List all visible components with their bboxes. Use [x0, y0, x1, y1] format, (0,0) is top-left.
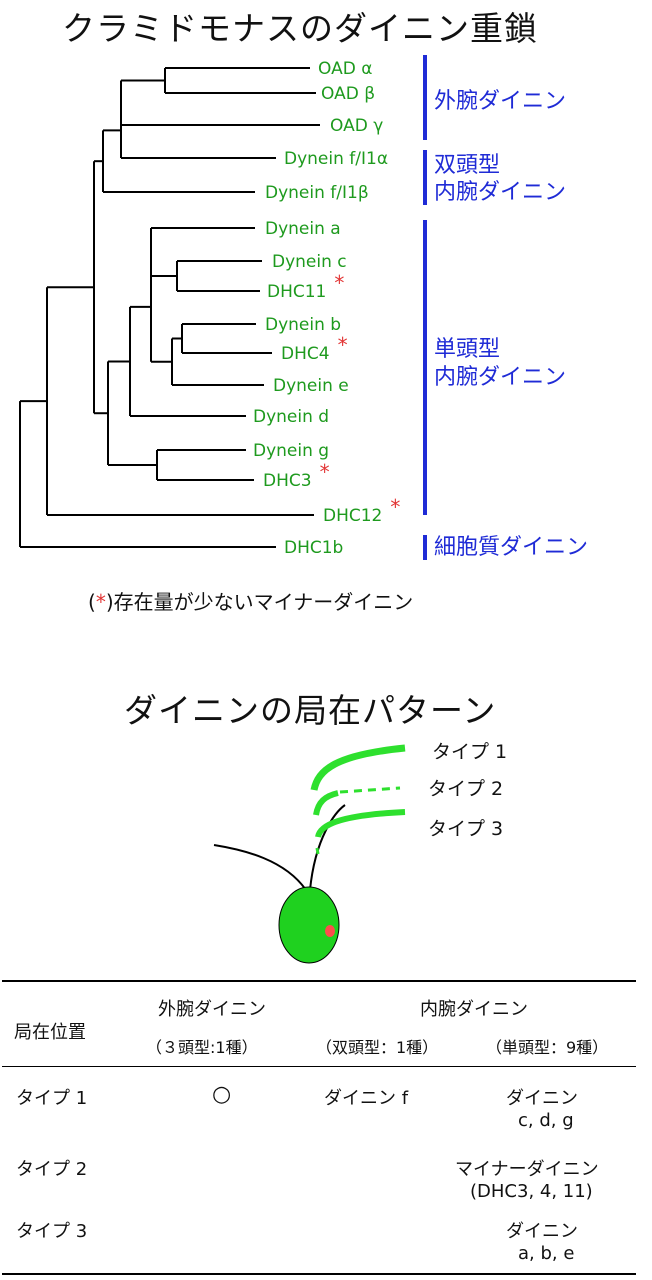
- taxon-label: OAD β: [321, 84, 375, 104]
- type1-label: タイプ 1: [432, 741, 508, 763]
- note-open-paren: (: [88, 590, 96, 614]
- taxon-label: DHC11: [267, 282, 326, 302]
- taxon-label: Dynein f/I1β: [265, 183, 369, 203]
- taxon-label: DHC1b: [284, 538, 343, 558]
- row1-inner-single-1: ダイニン: [506, 1088, 578, 1109]
- header-location: 局在位置: [14, 1022, 86, 1043]
- row3-type: タイプ 3: [16, 1221, 88, 1242]
- table-bottom-rule: [2, 1273, 636, 1275]
- taxon-label: Dynein f/I1α: [284, 149, 388, 169]
- row3-inner-single-1: ダイニン: [506, 1221, 578, 1242]
- row2-inner-single-2: (DHC3, 4, 11): [470, 1181, 593, 1202]
- type3-label: タイプ 3: [428, 818, 504, 840]
- type2-label: タイプ 2: [428, 778, 504, 800]
- group-label: 単頭型: [434, 337, 500, 362]
- eyespot: [325, 925, 335, 937]
- minor-asterisk: *: [334, 271, 344, 295]
- row2-inner-single-1: マイナーダイニン: [455, 1159, 599, 1180]
- left-flagellum: [213, 844, 307, 891]
- header-inner-sub-single: （単頭型：9種）: [486, 1038, 609, 1057]
- table-header-rule: [2, 1066, 636, 1067]
- header-outer-sub: （３頭型:1種）: [146, 1038, 258, 1057]
- minor-dynein-note: (*)存在量が少ないマイナーダイニン: [88, 586, 413, 615]
- row1-inner-double: ダイニン f: [324, 1088, 409, 1109]
- minor-asterisk: *: [320, 460, 330, 484]
- type1-stripe: [310, 744, 406, 791]
- group-label: 内腕ダイニン: [434, 365, 566, 390]
- taxon-label: DHC12: [323, 506, 382, 526]
- table-top-rule: [2, 980, 636, 982]
- minor-asterisk: *: [338, 333, 348, 357]
- taxon-label: Dynein b: [265, 315, 341, 335]
- taxon-label: Dynein g: [253, 441, 329, 461]
- localization-illustration: [213, 744, 406, 964]
- row3-inner-single-2: a, b, e: [518, 1243, 575, 1264]
- type2-stripe: [313, 790, 339, 816]
- group-label: 細胞質ダイニン: [434, 535, 588, 560]
- taxon-label: OAD α: [318, 59, 372, 79]
- row1-outer: ○: [212, 1082, 232, 1107]
- minor-asterisk: *: [390, 495, 400, 519]
- header-inner-sub-double: （双頭型：1種）: [316, 1038, 439, 1057]
- row2-type: タイプ 2: [16, 1159, 88, 1180]
- taxon-label: Dynein a: [265, 219, 341, 239]
- taxon-label: Dynein c: [272, 252, 347, 272]
- type3-stripe: [315, 809, 406, 838]
- header-inner: 内腕ダイニン: [420, 999, 528, 1020]
- taxon-label: DHC3: [263, 471, 312, 491]
- taxon-label: DHC4: [281, 344, 330, 364]
- group-label: 内腕ダイニン: [434, 180, 566, 205]
- note-asterisk: *: [95, 590, 106, 614]
- header-outer: 外腕ダイニン: [158, 999, 266, 1020]
- group-label: 双頭型: [434, 153, 500, 178]
- tree-title: クラミドモナスのダイニン重鎖: [62, 9, 538, 48]
- row1-inner-single-2: c, d, g: [518, 1110, 574, 1131]
- pattern-title: ダイニンの局在パターン: [124, 691, 497, 730]
- taxon-label: Dynein d: [253, 407, 329, 427]
- taxon-label: Dynein e: [273, 376, 349, 396]
- row1-type: タイプ 1: [16, 1088, 88, 1109]
- type2-dashed: [339, 786, 401, 794]
- type3-dot: [315, 847, 320, 855]
- note-text: )存在量が少ないマイナーダイニン: [105, 590, 414, 614]
- group-label: 外腕ダイニン: [434, 89, 566, 114]
- cell-body: [278, 886, 340, 964]
- taxon-label: OAD γ: [330, 116, 383, 136]
